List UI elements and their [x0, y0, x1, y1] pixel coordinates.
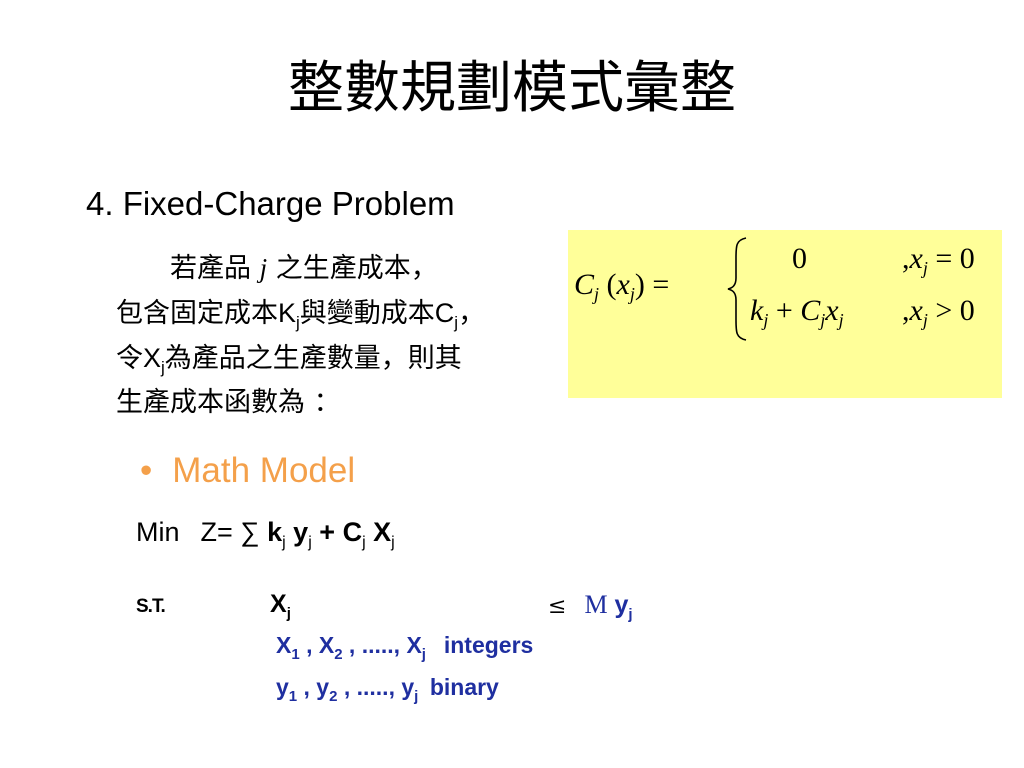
left-brace-icon — [727, 237, 747, 341]
int-sub: j — [421, 646, 426, 663]
constraint-x: X — [270, 590, 287, 618]
bin-sub: 2 — [329, 688, 338, 705]
intro-sub: j — [296, 313, 300, 332]
constraint-sub: j — [286, 605, 291, 622]
formula-symbol: , — [902, 294, 910, 327]
int-sub: 2 — [334, 646, 343, 663]
formula-symbol: x — [909, 294, 923, 327]
objective-x: X — [373, 517, 392, 547]
formula-sub: j — [820, 310, 826, 330]
int-sub: 1 — [291, 646, 300, 663]
bin-var: , ....., y — [337, 674, 415, 700]
binary-label: binary — [429, 674, 499, 700]
leq-symbol: ≤ — [548, 594, 567, 619]
objective-y: y — [293, 517, 309, 547]
objective-sub: j — [362, 534, 366, 551]
intro-sub: j — [161, 358, 165, 377]
integer-constraint: X1 , X2 , ....., Xj integers — [276, 632, 534, 662]
integers-label: integers — [443, 632, 534, 658]
constraint-sub: j — [628, 606, 633, 623]
formula-lhs: Cj (xj) = — [574, 268, 670, 304]
intro-sub: j — [454, 313, 459, 332]
objective-function: Min Z= ∑ kj yj + Cj Xj — [136, 516, 395, 551]
intro-line-2: 包含固定成本Kj與變動成本Cj， — [116, 291, 566, 336]
intro-paragraph: 若產品 j 之生產成本， 包含固定成本Kj與變動成本Cj， 令Xj為產品之生產數… — [116, 246, 566, 425]
formula-sub: j — [922, 258, 928, 278]
min-label: Min — [136, 517, 180, 547]
intro-text: 若產品 — [170, 253, 260, 284]
formula-sub: j — [594, 284, 600, 304]
formula-symbol: x — [825, 294, 839, 327]
formula-symbol: > 0 — [935, 294, 975, 327]
formula-symbol: , — [902, 242, 910, 275]
intro-line-3: 令Xj為產品之生產數量，則其 — [116, 336, 566, 381]
intro-line-4: 生產成本函數為 ： — [116, 387, 341, 418]
formula-symbol: x — [909, 242, 923, 275]
formula-case2-value: kj + Cjxj — [750, 294, 844, 330]
intro-line-1: 若產品 j 之生產成本， — [116, 246, 566, 291]
subject-to-label: S.T. — [136, 596, 166, 617]
formula-sub: j — [922, 310, 928, 330]
intro-var-k: K — [278, 298, 297, 328]
bin-var: , y — [297, 674, 330, 700]
objective-k: k — [267, 517, 283, 547]
objective-z: Z= ∑ — [200, 517, 260, 547]
section-heading: 4. Fixed-Charge Problem — [86, 185, 455, 222]
formula-symbol: C — [574, 268, 595, 301]
objective-c: C — [342, 517, 363, 547]
constraint-y: y — [614, 591, 629, 619]
math-model-bullet: • Math Model — [140, 451, 356, 491]
intro-text: ， — [458, 298, 486, 329]
bin-sub: 1 — [288, 688, 298, 705]
int-var: X — [276, 632, 292, 658]
intro-text: 與變動成本 — [299, 298, 435, 329]
intro-var-c: C — [434, 298, 455, 328]
int-var: , X — [299, 632, 335, 658]
formula-symbol: = — [652, 268, 670, 301]
formula-symbol: + — [775, 294, 793, 327]
formula-sub: j — [763, 310, 769, 330]
formula-case2-condition: ,xj > 0 — [902, 294, 975, 330]
formula-symbol: = 0 — [935, 242, 975, 275]
intro-var-j: j — [259, 253, 268, 283]
formula-case1-condition: ,xj = 0 — [902, 242, 975, 278]
binary-constraint: y1 , y2 , ....., yj binary — [276, 674, 499, 704]
bullet-label: Math Model — [172, 451, 356, 490]
formula-symbol: ) — [634, 268, 645, 301]
objective-plus: + — [319, 517, 336, 547]
cost-function-box: Cj (xj) = 0 ,xj = 0 kj + Cjxj ,xj > 0 — [568, 230, 1002, 398]
constraint-rhs: ≤ M yj — [548, 590, 633, 623]
objective-sub: j — [391, 534, 395, 551]
intro-text: 為產品之生產數量，則其 — [164, 343, 462, 374]
int-var: , ....., X — [342, 632, 422, 658]
bullet-dot-icon: • — [140, 451, 153, 490]
intro-var-x: X — [143, 343, 162, 373]
formula-sub: j — [629, 284, 635, 304]
intro-text: 包含固定成本 — [116, 298, 278, 329]
formula-symbol: ( — [606, 268, 617, 301]
formula-sub: j — [838, 310, 844, 330]
intro-text: 之生產成本， — [267, 253, 438, 284]
objective-sub: j — [282, 534, 286, 551]
objective-sub: j — [308, 534, 312, 551]
bin-var: y — [276, 674, 289, 700]
formula-symbol: C — [800, 294, 821, 327]
formula-symbol: k — [750, 294, 764, 327]
slide-title: 整數規劃模式彙整 — [288, 56, 736, 121]
bin-sub: j — [414, 688, 419, 705]
constraint-M: M — [584, 590, 608, 619]
formula-symbol: x — [616, 268, 630, 301]
constraint-lhs: Xj — [270, 590, 291, 622]
formula-case1-value: 0 — [792, 242, 807, 275]
intro-text: 令 — [116, 343, 143, 374]
